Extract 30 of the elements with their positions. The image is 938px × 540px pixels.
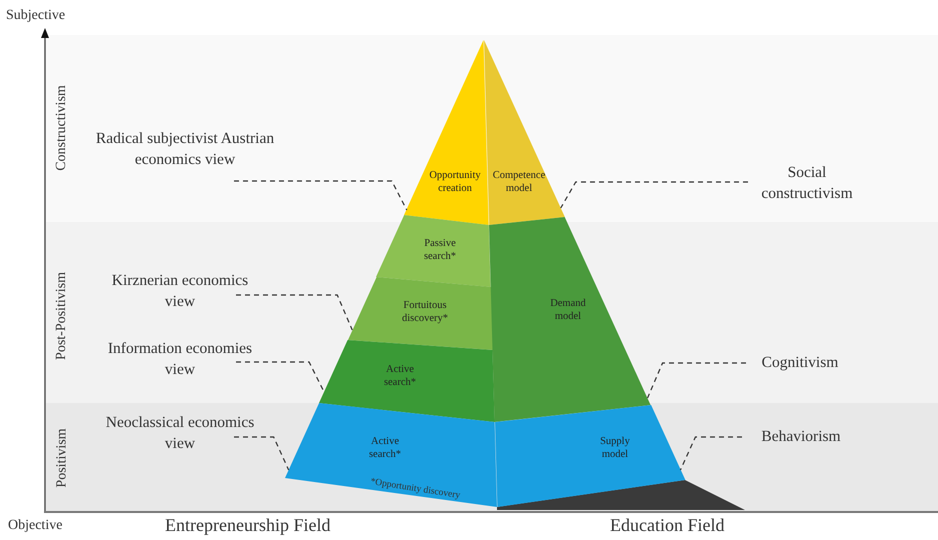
- footnote-text: *Opportunity discovery: [369, 476, 460, 502]
- segment-label: Opportunity creation: [428, 169, 482, 195]
- leader-line: [680, 436, 742, 470]
- field-label: Entrepreneurship Field: [165, 515, 330, 536]
- segment-label: Fortuitous discovery*: [400, 299, 450, 325]
- leader-line: [236, 294, 353, 330]
- theory-label: Information economies view: [106, 339, 254, 380]
- theory-label: Behaviorism: [760, 427, 842, 447]
- leader-line: [560, 181, 748, 208]
- paradigm-label: Constructivism: [54, 85, 70, 171]
- axis-label: Objective: [8, 518, 62, 534]
- paradigm-label: Post-Positivism: [54, 272, 70, 360]
- theory-label: Cognitivism: [760, 353, 840, 373]
- leader-line: [236, 361, 325, 392]
- field-label: Education Field: [610, 515, 724, 536]
- segment-label: Supply model: [599, 435, 631, 461]
- leader-line: [646, 362, 746, 398]
- axis-label: Subjective: [6, 8, 66, 24]
- paradigm-label: Positivism: [54, 428, 70, 488]
- segment-label: Active search*: [368, 435, 402, 461]
- leader-line: [234, 180, 408, 210]
- theory-label: Social constructivism: [760, 163, 854, 204]
- theory-label: Radical subjectivist Austrian economics view: [95, 129, 275, 170]
- segment-label: Active search*: [382, 363, 418, 389]
- segment-label: Competence model: [492, 169, 546, 195]
- leader-line: [234, 436, 290, 470]
- segment-label: Passive search*: [422, 237, 458, 263]
- theory-label: Neoclassical economics view: [104, 413, 256, 454]
- theory-label: Kirznerian economics view: [110, 271, 250, 312]
- segment-label: Demand model: [549, 297, 587, 323]
